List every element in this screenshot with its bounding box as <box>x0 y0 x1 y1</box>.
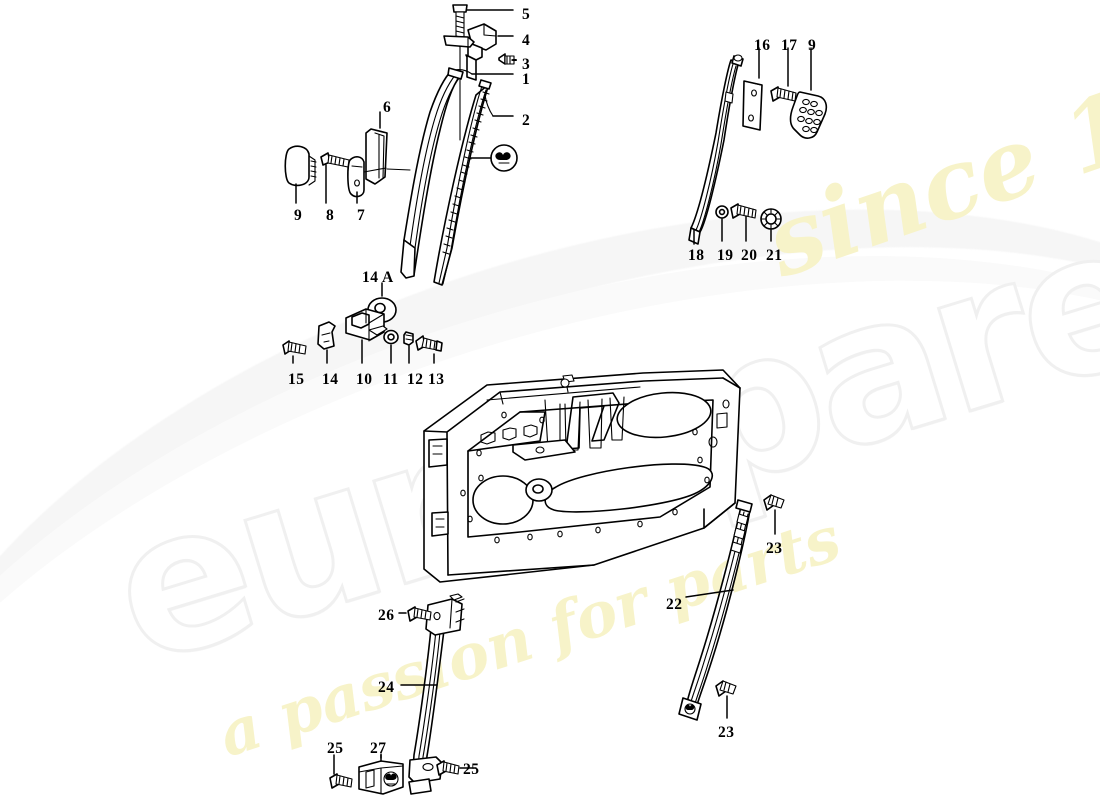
part-22-door-channel-rail <box>678 499 753 721</box>
part-9-rubber-pad-right <box>789 47 828 139</box>
callout-number-10: 10 <box>356 371 373 388</box>
callout-number-8: 8 <box>326 207 335 224</box>
part-14-adjuster-plate <box>317 321 336 364</box>
part-15-screw-hex-flange <box>282 340 307 364</box>
door-panel-assembly <box>423 369 741 583</box>
callout-number-14-a: 14 A <box>362 269 394 286</box>
callout-number-14: 14 <box>322 371 339 388</box>
callout-number-25: 25 <box>463 761 480 778</box>
part-25-screw-run-channel-right <box>436 760 477 776</box>
part-23-screw-channel-mount-upper <box>763 494 785 535</box>
callout-number-5: 5 <box>522 6 531 23</box>
callout-number-21: 21 <box>766 247 783 264</box>
callout-number-4: 4 <box>522 32 531 49</box>
part-4-frame-corner-bracket <box>443 23 514 81</box>
callout-number-19: 19 <box>717 247 734 264</box>
callout-number-24: 24 <box>378 679 395 696</box>
part-8-screw-pan-head <box>320 152 350 204</box>
callout-number-11: 11 <box>383 371 399 388</box>
callout-number-9: 9 <box>808 37 817 54</box>
part-25-screw-run-channel-left <box>329 754 353 789</box>
part-16-guide-plate <box>742 47 763 131</box>
callout-number-18: 18 <box>688 247 705 264</box>
part-20-screw-tapping-long <box>730 203 757 242</box>
callout-number-15: 15 <box>288 371 305 388</box>
part-12-lock-nut <box>403 331 414 364</box>
callout-number-17: 17 <box>781 37 798 54</box>
callout-number-9: 9 <box>294 207 303 224</box>
callout-number-3: 3 <box>522 56 531 73</box>
callout-number-2: 2 <box>522 112 531 129</box>
part-6-filler-block <box>365 111 411 185</box>
part-21-knurled-nut <box>760 208 782 242</box>
callout-number-1: 1 <box>522 71 531 88</box>
part-13-bolt-hex <box>415 335 443 364</box>
part-26-screw-upper-channel <box>398 606 432 622</box>
part-18-rear-guide-rail <box>688 54 744 245</box>
part-3-screw-small <box>498 53 517 65</box>
callout-number-25: 25 <box>327 740 344 757</box>
part-9-rubber-pad-left <box>284 145 317 204</box>
part-11-washer <box>383 329 399 364</box>
part-17-screw-tapping <box>770 47 797 102</box>
part-1-window-frame-upper-seal <box>400 67 514 279</box>
callout-number-7: 7 <box>357 207 366 224</box>
part-10-pivot-bracket <box>345 308 388 364</box>
callout-number-13: 13 <box>428 371 445 388</box>
callout-number-16: 16 <box>754 37 771 54</box>
callout-number-6: 6 <box>383 99 392 116</box>
part-2-window-frame-weatherstrip <box>433 79 514 286</box>
callout-number-22: 22 <box>666 596 683 613</box>
callout-number-23: 23 <box>718 724 735 741</box>
part-7-mounting-plate <box>347 156 387 204</box>
part-19-washer-small <box>715 205 729 242</box>
callout-number-20: 20 <box>741 247 758 264</box>
callout-number-26: 26 <box>378 607 395 624</box>
part-24-front-run-channel <box>400 593 465 795</box>
part-23-screw-channel-mount-lower <box>715 680 737 719</box>
callout-number-23: 23 <box>766 540 783 557</box>
callout-number-27: 27 <box>370 740 387 757</box>
detail-symbol-circled-screw <box>469 144 518 172</box>
callout-number-12: 12 <box>407 371 424 388</box>
